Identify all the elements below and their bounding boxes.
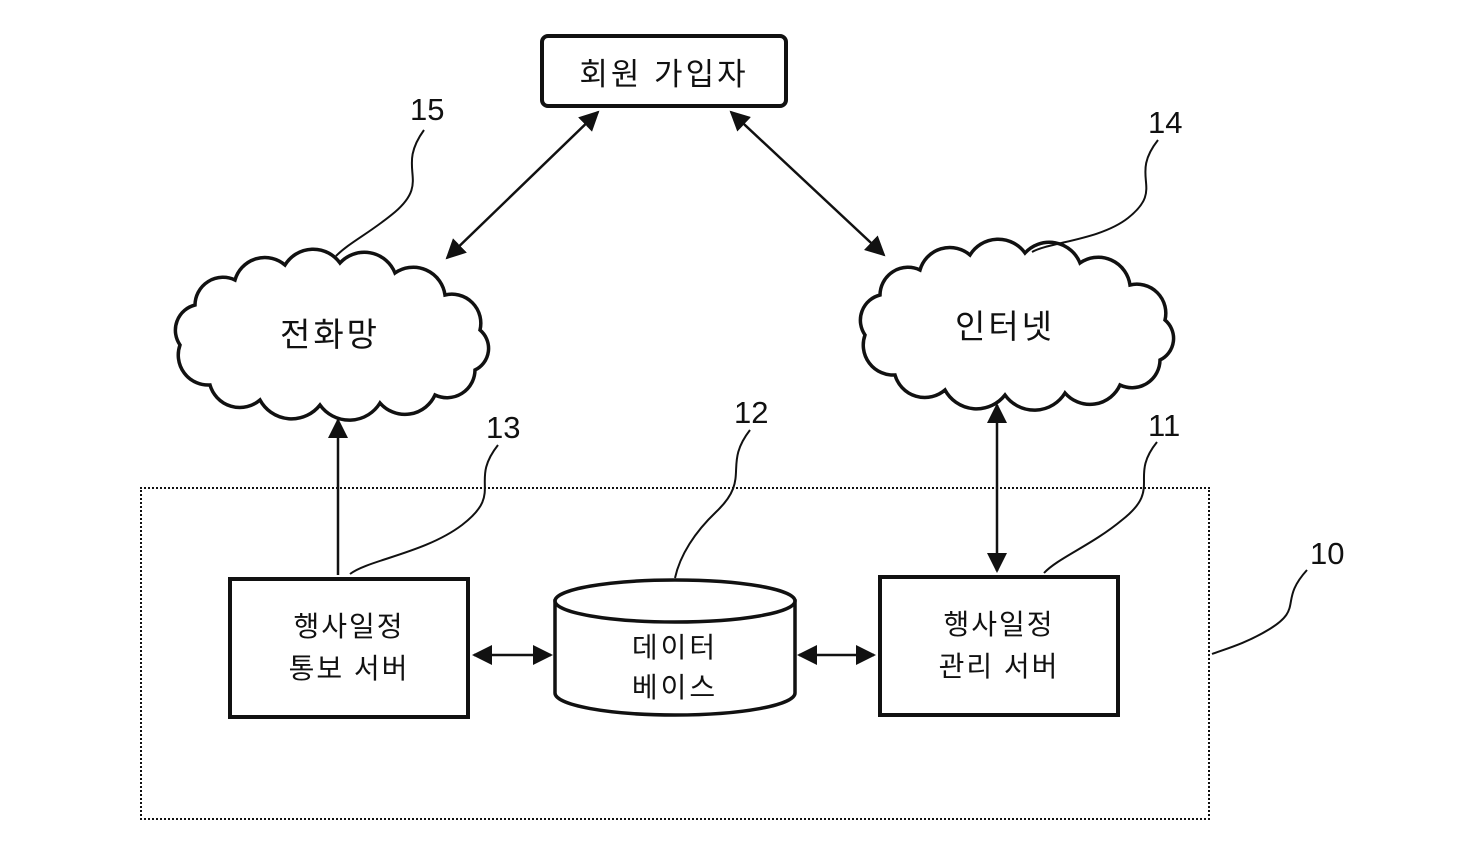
manage-server-label-line1: 행사일정 bbox=[943, 609, 1055, 640]
arrow-member-phone-network bbox=[445, 110, 600, 260]
phone-network-label: 전화망 bbox=[279, 316, 381, 353]
ref-leader-15 bbox=[335, 129, 425, 257]
node-member-subscriber: 회원 가입자 bbox=[540, 34, 788, 108]
node-notify-server: 행사일정 통보 서버 bbox=[228, 577, 470, 719]
ref-leader-14 bbox=[1031, 139, 1159, 253]
ref-leader-10 bbox=[1211, 569, 1308, 655]
node-manage-server: 행사일정 관리 서버 bbox=[878, 575, 1120, 717]
manage-server-label-line2: 관리 서버 bbox=[938, 651, 1060, 682]
ref-leader-11 bbox=[1043, 441, 1158, 574]
database-label: 데이터 베이스 bbox=[555, 628, 795, 708]
notify-server-label-line1: 행사일정 bbox=[293, 611, 405, 642]
ref-leader-12 bbox=[674, 429, 751, 579]
ref-number-13: 13 bbox=[486, 410, 521, 445]
member-subscriber-label: 회원 가입자 bbox=[579, 56, 749, 92]
ref-number-15: 15 bbox=[410, 92, 445, 127]
internet-label: 인터넷 bbox=[954, 308, 1056, 345]
database-label-line1: 데이터 bbox=[631, 632, 719, 663]
ref-number-14: 14 bbox=[1148, 105, 1183, 140]
system-boundary-box bbox=[140, 487, 1210, 820]
ref-leader-13 bbox=[349, 444, 499, 575]
ref-number-11: 11 bbox=[1148, 408, 1181, 443]
arrow-member-internet bbox=[729, 110, 886, 257]
notify-server-label-line2: 통보 서버 bbox=[288, 653, 410, 684]
ref-number-12: 12 bbox=[734, 395, 769, 430]
ref-number-10: 10 bbox=[1310, 536, 1345, 571]
database-label-line2: 베이스 bbox=[631, 672, 719, 703]
database-cylinder bbox=[553, 578, 797, 717]
